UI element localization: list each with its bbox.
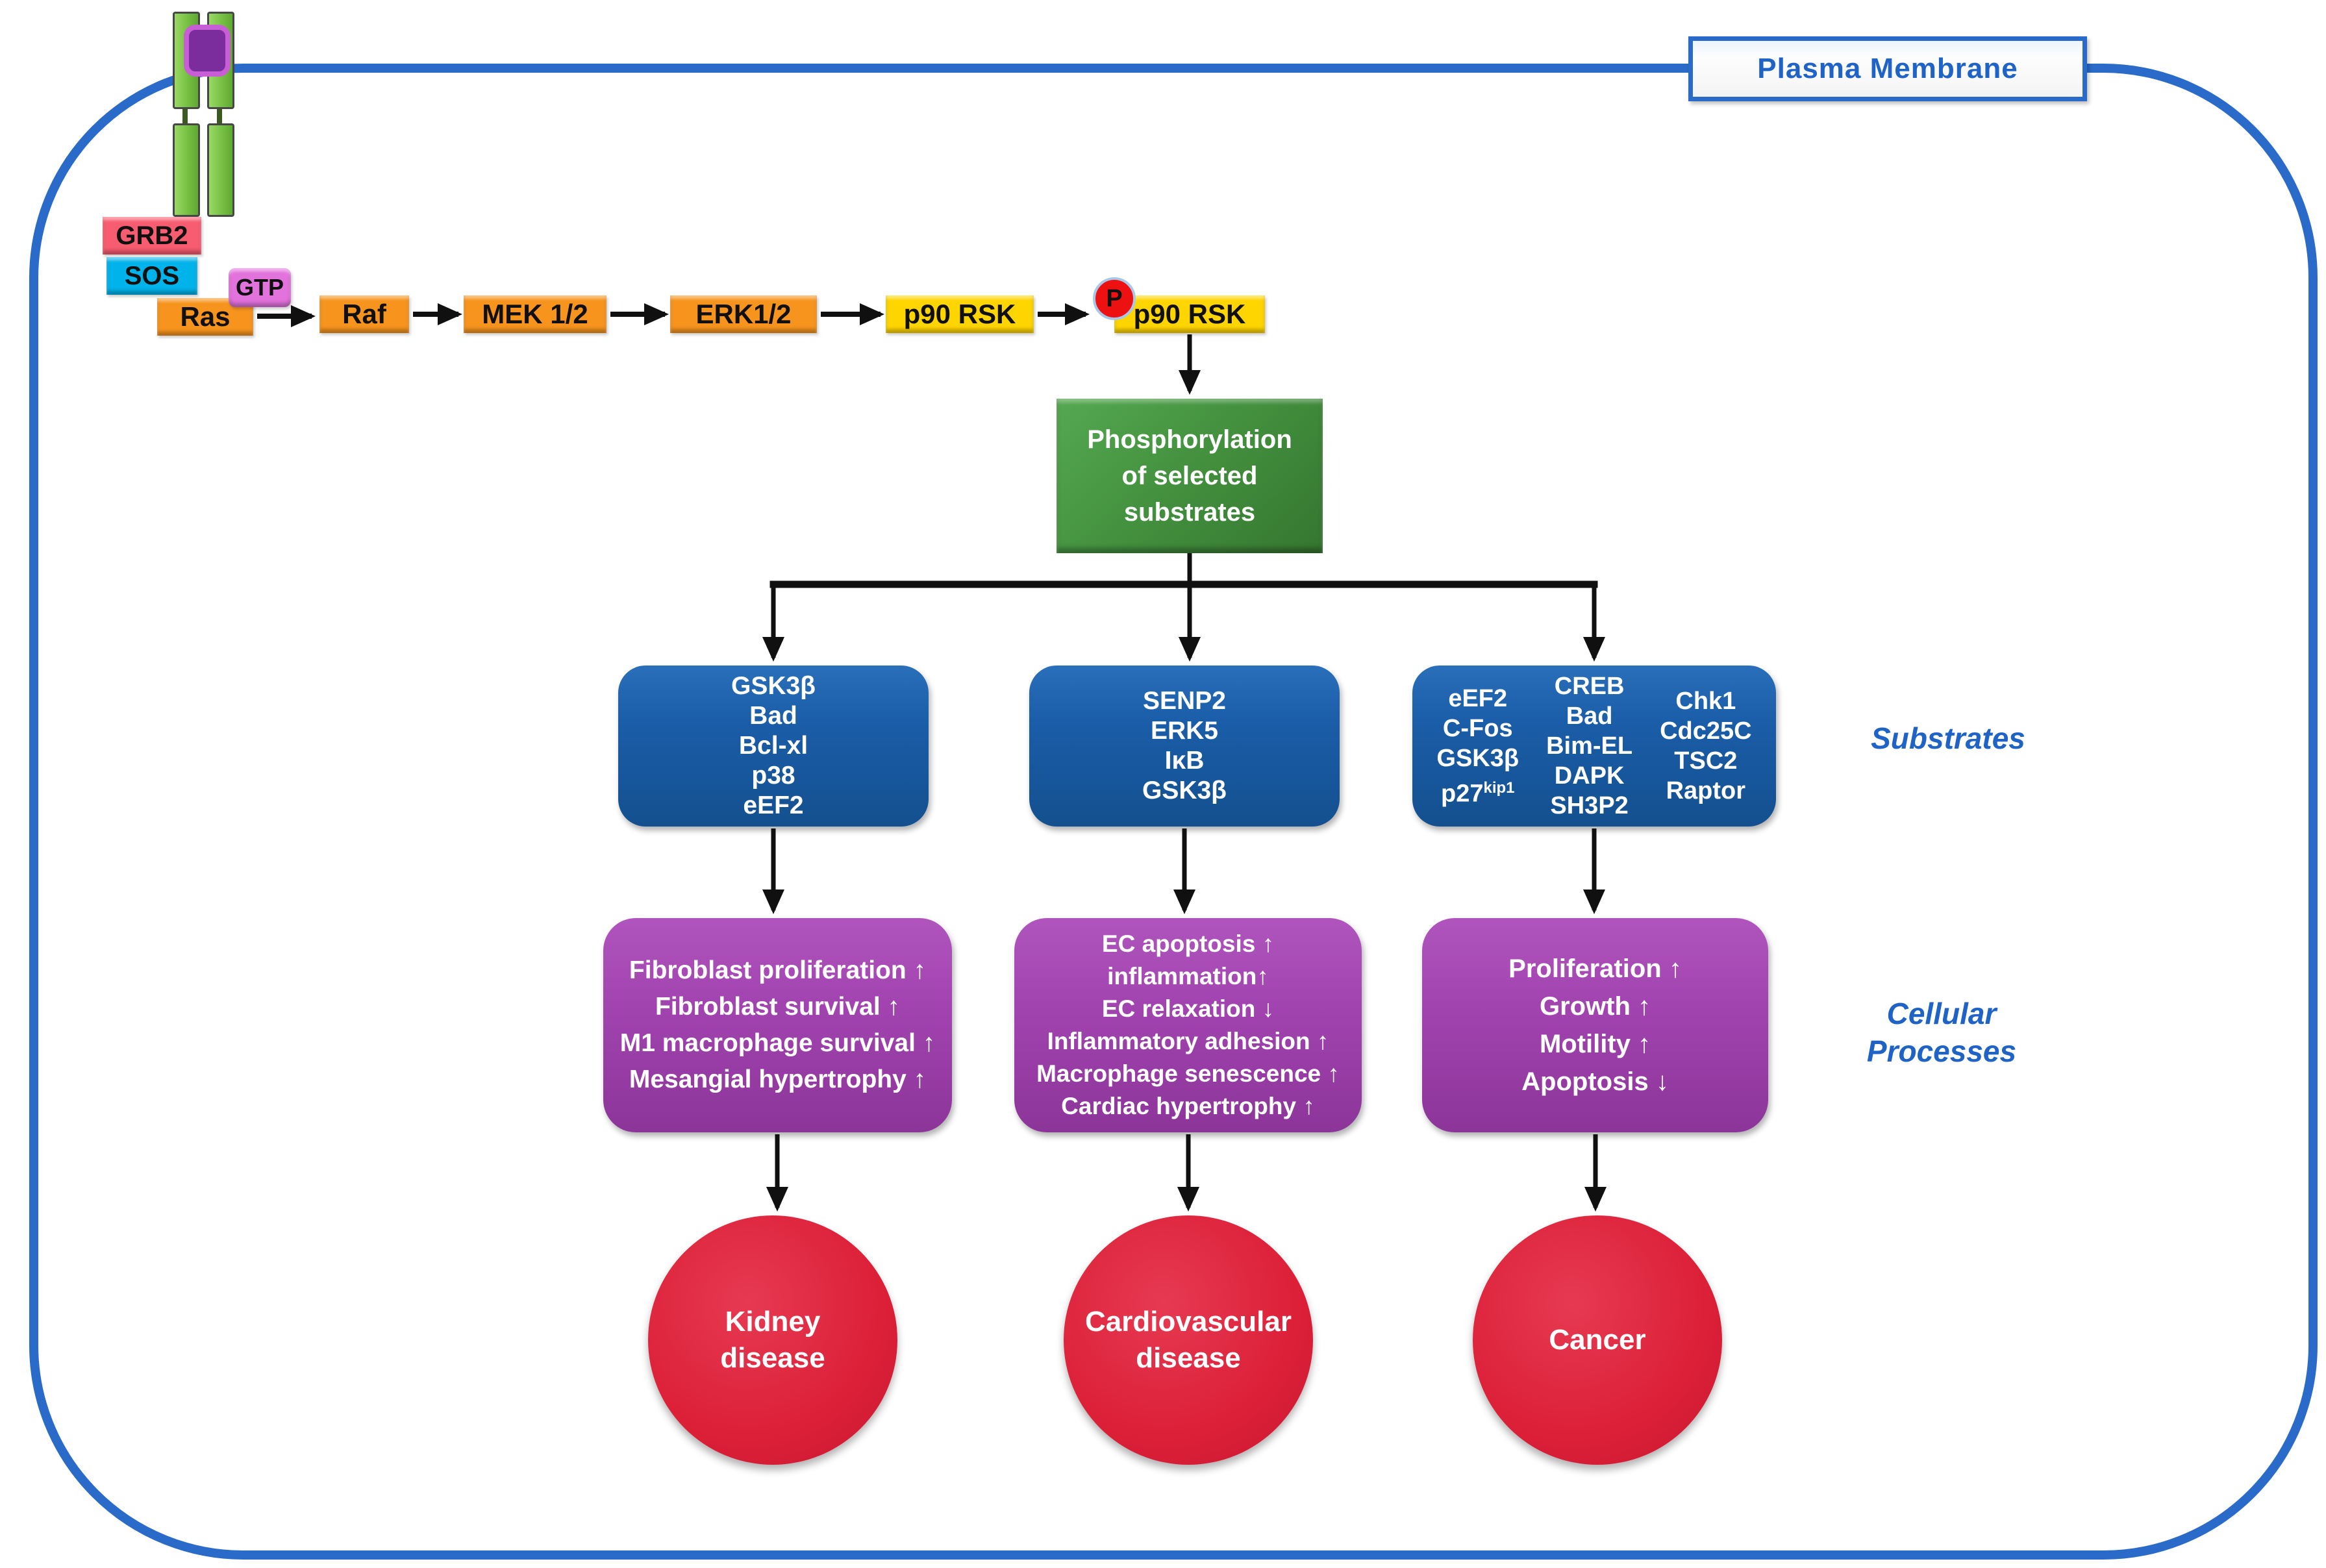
disease-line: Cancer (1549, 1324, 1646, 1356)
p90rsk-label: p90 RSK (903, 299, 1016, 329)
processes-line: Processes (1866, 1034, 2017, 1068)
process-item: M1 macrophage survival ↑ (619, 1029, 936, 1057)
process-item: Proliferation ↑ (1508, 954, 1682, 983)
ras-label: Ras (180, 301, 231, 332)
process-item: Mesangial hypertrophy ↑ (629, 1065, 927, 1093)
phosphorylation-box: Phosphorylation of selected substrates (1057, 399, 1323, 553)
substrate-item: Bad (1566, 703, 1613, 730)
substrate-item: Bad (749, 702, 797, 730)
p27-sup: kip1 (1483, 778, 1515, 797)
phosphate-letter: P (1106, 284, 1123, 312)
substrates-box-kidney: GSK3β Bad Bcl-xl p38 eEF2 (618, 666, 929, 827)
substrates-section-text: Substrates (1871, 721, 2025, 755)
disease-line: Kidney (725, 1306, 821, 1338)
gtp-label: GTP (235, 274, 284, 301)
receptor-chain-right-bottom (207, 123, 234, 217)
substrates-box-cancer: eEF2 C-Fos GSK3β p27kip1 CREB Bad Bim-EL… (1412, 666, 1776, 827)
process-item: EC apoptosis ↑ (1101, 930, 1275, 957)
disease-circle-cardiovascular: Cardiovascular disease (1064, 1215, 1313, 1465)
process-item: Macrophage senescence ↑ (1036, 1060, 1340, 1087)
phosphorylation-line1: Phosphorylation (1087, 425, 1292, 454)
receptor-linker-right (217, 105, 222, 125)
plasma-membrane-text: Plasma Membrane (1757, 53, 2018, 84)
processes-box-cardio: EC apoptosis ↑ inflammation↑ EC relaxati… (1014, 918, 1362, 1132)
raf-label: Raf (342, 299, 386, 329)
disease-circle-cancer: Cancer (1473, 1215, 1722, 1465)
erk-node: ERK1/2 (670, 295, 817, 333)
substrates-box-cardio: SENP2 ERK5 IκB GSK3β (1029, 666, 1340, 827)
substrates-section-label: Substrates (1825, 719, 2071, 757)
substrate-item: p38 (751, 762, 795, 790)
process-item: EC relaxation ↓ (1101, 995, 1275, 1022)
ligand-icon (184, 25, 231, 77)
disease-circle-kidney: Kidney disease (648, 1215, 897, 1465)
sos-node: SOS (106, 257, 197, 295)
phosphate-badge-icon: P (1093, 277, 1136, 320)
p90rsk-phospho-node: p90 RSK (1114, 295, 1265, 333)
substrate-item: Cdc25C (1660, 717, 1752, 745)
substrate-item: SENP2 (1143, 687, 1226, 715)
substrate-item: GSK3β (1436, 744, 1519, 772)
substrate-item: Chk1 (1675, 688, 1736, 715)
substrates-cancer-col1: eEF2 C-Fos GSK3β p27kip1 (1436, 684, 1519, 809)
substrate-item: GSK3β (731, 672, 816, 700)
phosphorylation-line2: of selected (1121, 462, 1258, 490)
disease-line: disease (720, 1342, 825, 1374)
receptor-linker-left (182, 105, 188, 125)
erk-label: ERK1/2 (695, 299, 792, 329)
grb2-label: GRB2 (116, 221, 188, 250)
cellular-line: Cellular (1886, 997, 1997, 1030)
process-item: Growth ↑ (1539, 992, 1651, 1021)
gtp-node: GTP (229, 268, 291, 307)
process-item: inflammation↑ (1107, 963, 1269, 989)
p90rsk-phospho-label: p90 RSK (1133, 299, 1246, 329)
process-item: Fibroblast survival ↑ (655, 993, 901, 1021)
substrate-item: eEF2 (1448, 684, 1508, 712)
substrate-item: Raptor (1666, 777, 1746, 804)
substrates-cancer-col3: Chk1 Cdc25C TSC2 Raptor (1660, 686, 1752, 806)
substrate-item-p27: p27kip1 (1441, 773, 1515, 809)
substrates-cancer-col2: CREB Bad Bim-EL DAPK SH3P2 (1546, 671, 1632, 821)
disease-line: disease (1136, 1342, 1241, 1374)
processes-box-kidney: Fibroblast proliferation ↑ Fibroblast su… (603, 918, 952, 1132)
processes-box-cancer: Proliferation ↑ Growth ↑ Motility ↑ Apop… (1422, 918, 1768, 1132)
process-item: Apoptosis ↓ (1521, 1067, 1669, 1096)
substrate-item: DAPK (1554, 762, 1625, 790)
substrate-item: eEF2 (743, 791, 804, 819)
phosphorylation-line3: substrates (1123, 498, 1256, 527)
sos-label: SOS (124, 261, 180, 290)
plasma-membrane-label: Plasma Membrane (1688, 36, 2087, 101)
cellular-processes-section-label: Cellular Processes (1818, 995, 2065, 1070)
process-item: Fibroblast proliferation ↑ (629, 956, 927, 984)
substrate-item: SH3P2 (1550, 792, 1629, 819)
substrate-item: Bim-EL (1546, 732, 1633, 760)
p27-base: p27 (1440, 780, 1484, 808)
process-item: Cardiac hypertrophy ↑ (1061, 1093, 1315, 1119)
mek-label: MEK 1/2 (482, 299, 588, 329)
substrate-item: TSC2 (1674, 747, 1738, 775)
grb2-node: GRB2 (103, 217, 201, 255)
disease-line: Cardiovascular (1085, 1306, 1292, 1338)
substrate-item: ERK5 (1150, 717, 1219, 745)
substrate-item: C-Fos (1442, 714, 1513, 742)
process-item: Motility ↑ (1539, 1030, 1651, 1058)
substrate-item: IκB (1164, 747, 1205, 775)
substrate-item: Bcl-xl (738, 732, 808, 760)
mek-node: MEK 1/2 (464, 295, 607, 333)
raf-node: Raf (319, 295, 409, 333)
substrate-item: CREB (1554, 673, 1625, 700)
process-item: Inflammatory adhesion ↑ (1047, 1028, 1329, 1054)
p90rsk-node: p90 RSK (886, 295, 1034, 333)
substrate-item: GSK3β (1142, 777, 1227, 804)
receptor-chain-left-bottom (173, 123, 200, 217)
